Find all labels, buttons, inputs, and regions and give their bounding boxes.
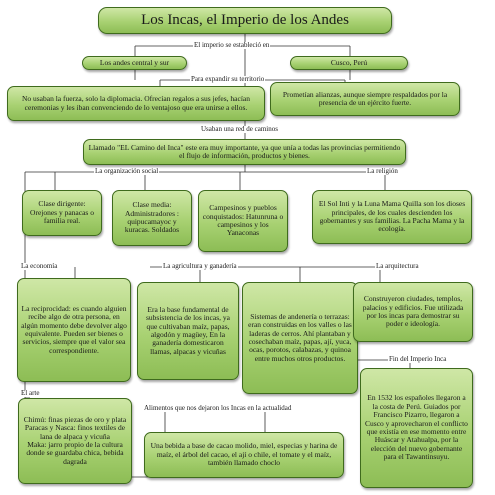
node-religion: El Sol Inti y la Luna Mama Quilla son lo… [312,190,472,244]
link-arquitectura: La arquitectura [375,262,420,270]
node-campesinos: Campesinos y pueblos conquistados: Hatun… [198,190,288,252]
link-fin-imperio: Fin del Imperio Inca [388,355,448,363]
node-reciprocidad: La reciprocidad: es cuando alguien recib… [17,278,131,382]
node-camino: Llamado "EL Camino del Inca" este era mu… [83,139,406,165]
node-andes: Los andes central y sur [82,56,187,70]
node-alimentos: Una bebida a base de cacao molido, miel,… [144,432,344,478]
link-religion: La religión [366,167,399,175]
node-dirigente: Clase dirigente: Orejones y panacas o fa… [22,190,102,236]
node-diplomacia: No usaban la fuerza, solo la diplomacia.… [7,86,265,121]
link-alimentos: Alimentos que nos dejaron los Incas en l… [143,404,293,412]
node-fin: En 1532 los españoles llegaron a la cost… [360,368,473,488]
node-cusco: Cusco, Perú [290,56,408,70]
node-media: Clase media: Administradores : quipucama… [112,190,192,246]
link-economia: La economía [20,262,59,270]
link-organizacion: La organización social [94,167,160,175]
node-andeneria: Sistemas de andenería o terrazas: eran c… [242,282,358,394]
link-red-caminos: Usaban una red de caminos [200,125,279,133]
title-box: Los Incas, el Imperio de los Andes [98,7,392,34]
link-establecio: El imperio se estableció en [193,41,271,49]
node-arte: Chimú: finas piezas de oro y plata Parac… [18,398,132,484]
node-alianzas: Prometían alianzas, aunque siempre respa… [270,82,460,116]
link-expandir: Para expandir su territorio [190,75,266,83]
link-arte: El arte [20,389,41,397]
node-arquitectura: Construyeron ciudades, templos, palacios… [353,282,473,342]
node-agricultura: Era la base fundamental de subsistencia … [137,282,239,380]
link-agricultura: La agricultura y ganadería [162,262,238,270]
